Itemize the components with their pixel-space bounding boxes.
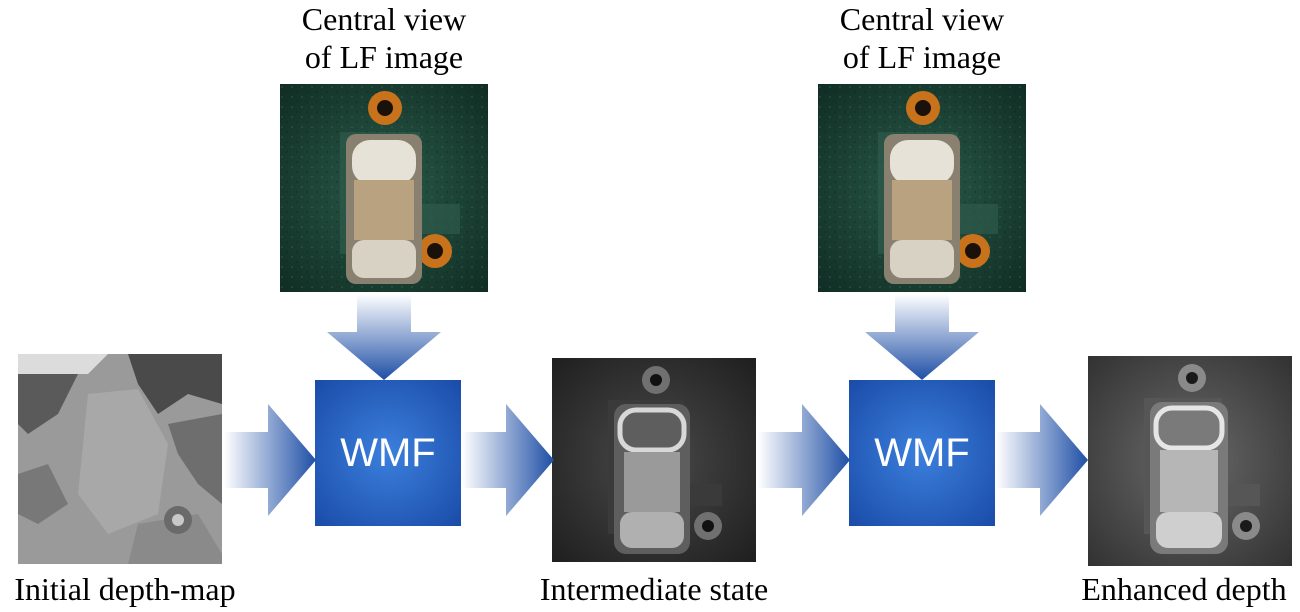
right-arrow-1 <box>224 404 316 516</box>
lf-caption-1: Central view of LF image <box>234 0 534 76</box>
down-arrow-1 <box>327 294 441 380</box>
wmf-label-1: WMF <box>340 431 436 475</box>
lf-caption-2-line2: of LF image <box>842 39 1002 75</box>
down-arrow-2 <box>865 294 979 380</box>
initial-depth-map-image <box>18 354 222 564</box>
lf-central-view-image-2 <box>818 84 1026 292</box>
enhanced-depth-label: Enhanced depth <box>1081 571 1287 607</box>
initial-depth-map-label: Initial depth-map <box>14 571 236 607</box>
intermediate-state-image <box>552 358 756 562</box>
right-arrow-4 <box>996 404 1088 516</box>
lf-caption-1-line1: Central view <box>301 1 467 37</box>
intermediate-state-label: Intermediate state <box>539 571 769 607</box>
wmf-block-2 <box>849 380 995 526</box>
wmf-label-2: WMF <box>874 431 970 475</box>
lf-caption-2: Central view of LF image <box>772 0 1072 76</box>
wmf-block-1 <box>315 380 461 526</box>
lf-central-view-image-1 <box>280 84 488 292</box>
enhanced-depth-image <box>1088 356 1292 566</box>
lf-caption-2-line1: Central view <box>839 1 1005 37</box>
lf-caption-1-line2: of LF image <box>304 39 464 75</box>
right-arrow-2 <box>462 404 554 516</box>
right-arrow-3 <box>758 404 850 516</box>
